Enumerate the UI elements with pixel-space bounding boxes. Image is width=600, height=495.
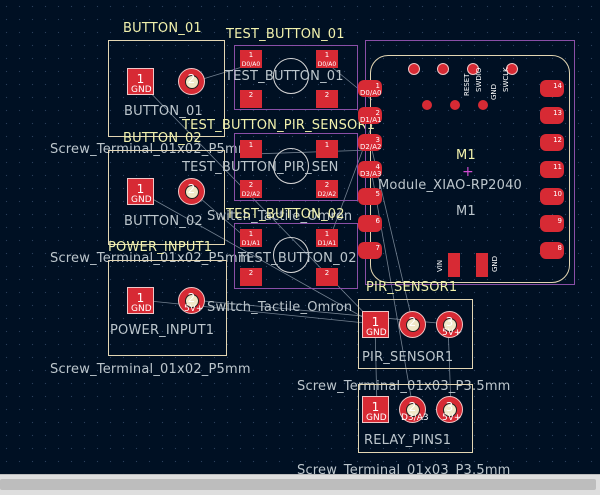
horizontal-scrollbar[interactable]	[0, 474, 600, 495]
m1-pad-vin[interactable]	[448, 253, 460, 277]
button-01-ref: BUTTON_01	[123, 21, 202, 36]
test-button-pir-ref-inner: TEST_BUTTON_PIR_SEN	[182, 160, 339, 175]
test-button-pir-actuator	[273, 148, 309, 184]
m1-label-vin: VIN	[436, 259, 444, 272]
scrollbar-thumb[interactable]	[0, 479, 596, 490]
button-02-pad-1[interactable]: 1 GND	[127, 178, 154, 205]
test-button-02-ref-inner: TEST_BUTTON_02	[238, 251, 357, 266]
power-input1-ref-inner: POWER_INPUT1	[110, 323, 215, 338]
button-01-pad-2[interactable]: 2	[178, 68, 205, 95]
pir-sensor1-outline	[358, 299, 473, 369]
test-button-01-pad-2b[interactable]: 2	[316, 90, 338, 108]
m1-pad-swclk[interactable]	[467, 63, 479, 75]
power-input1-pad-2[interactable]: 2 5V+	[178, 287, 205, 314]
button-02-outline	[108, 150, 225, 245]
m1-pad-7[interactable]: 7	[358, 242, 382, 259]
test-button-01-pad-2a[interactable]: 2	[240, 90, 262, 108]
test-button-pir-pad-1a[interactable]: 1	[240, 140, 262, 158]
test-button-01-ref: TEST_BUTTON_01	[226, 27, 345, 42]
m1-pad-gnd-top[interactable]	[506, 63, 518, 75]
m1-label-gnd-top: GND	[490, 83, 498, 100]
test-button-01-actuator	[273, 58, 309, 94]
power-input1-ref: POWER_INPUT1	[108, 240, 213, 255]
m1-pad-swdio[interactable]	[437, 63, 449, 75]
test-button-01-ref-inner: TEST_BUTTON_01	[225, 69, 344, 84]
pir-sensor1-ref: PIR_SENSOR1	[366, 280, 458, 295]
test-button-02-courtyard	[234, 223, 358, 289]
test-button-pir-courtyard	[234, 133, 358, 201]
m1-value: Module_XIAO-RP2040	[378, 178, 523, 193]
button-02-ref: BUTTON_02	[123, 131, 202, 146]
test-button-01-courtyard	[234, 45, 358, 110]
m1-pad-14[interactable]: 14	[540, 80, 564, 97]
m1-anchor-icon: +	[462, 164, 474, 180]
relay-pins1-pad-1[interactable]: 1 GND	[362, 396, 389, 423]
m1-label-reset: RESET	[463, 73, 471, 96]
m1-label-swdio: SWDIO	[475, 67, 483, 92]
test-button-02-value: Switch_Tactile_Omron	[207, 300, 353, 315]
power-input1-pad-1[interactable]: 1 GND	[127, 287, 154, 314]
pir-sensor1-pad-2[interactable]: 2	[399, 311, 426, 338]
pir-sensor1-value: Screw_Terminal_01x03_P3.5mm	[297, 379, 511, 394]
m1-pad-gnd-bottom[interactable]	[476, 253, 488, 277]
test-button-pir-pad-1b[interactable]: 1	[316, 140, 338, 158]
m1-pad-12[interactable]: 12	[540, 134, 564, 151]
m1-label-gnd-bottom: GND	[491, 255, 499, 272]
m1-pad-11[interactable]: 11	[540, 161, 564, 178]
relay-pins1-outline	[358, 384, 473, 453]
m1-pad-10[interactable]: 10	[540, 188, 564, 205]
m1-pad-13[interactable]: 13	[540, 107, 564, 124]
m1-pad-8[interactable]: 8	[540, 242, 564, 259]
test-button-02-pad-2a[interactable]: 2	[240, 268, 262, 286]
m1-label-swclk: SWCLK	[502, 67, 510, 92]
button-02-pad-2[interactable]: 2	[178, 178, 205, 205]
test-button-02-ref: TEST_BUTTON_02	[226, 207, 345, 222]
button-01-outline	[108, 40, 225, 137]
test-button-pir-value: Switch_Tactile_Omron	[207, 209, 353, 224]
test-button-02-actuator	[273, 237, 309, 273]
m1-pad-reset[interactable]	[408, 63, 420, 75]
m1-pad-9[interactable]: 9	[540, 215, 564, 232]
m1-ref: M1	[456, 148, 476, 163]
pir-sensor1-pad-1[interactable]: 1 GND	[362, 311, 389, 338]
power-input1-outline	[108, 260, 227, 356]
power-input1-value: Screw_Terminal_01x02_P5mm	[50, 362, 251, 377]
pir-sensor1-ref-inner: PIR_SENSOR1	[362, 350, 454, 365]
m1-ref-inner: M1	[456, 204, 476, 219]
test-button-pir-ref: TEST_BUTTON_PIR_SENSOR1	[182, 118, 376, 133]
m1-pad-5[interactable]: 5	[358, 188, 382, 205]
button-01-pad-1[interactable]: 1 GND	[127, 68, 154, 95]
button-02-value: Screw_Terminal_01x02_P5mm	[50, 251, 251, 266]
button-01-value: Screw_Terminal_01x02_P5mm	[50, 142, 251, 157]
button-02-ref-inner: BUTTON_02	[124, 214, 203, 229]
relay-pins1-ref-inner: RELAY_PINS1	[364, 433, 452, 448]
test-button-02-pad-2b[interactable]: 2	[316, 268, 338, 286]
button-01-ref-inner: BUTTON_01	[124, 104, 203, 119]
m1-pad-6[interactable]: 6	[358, 215, 382, 232]
